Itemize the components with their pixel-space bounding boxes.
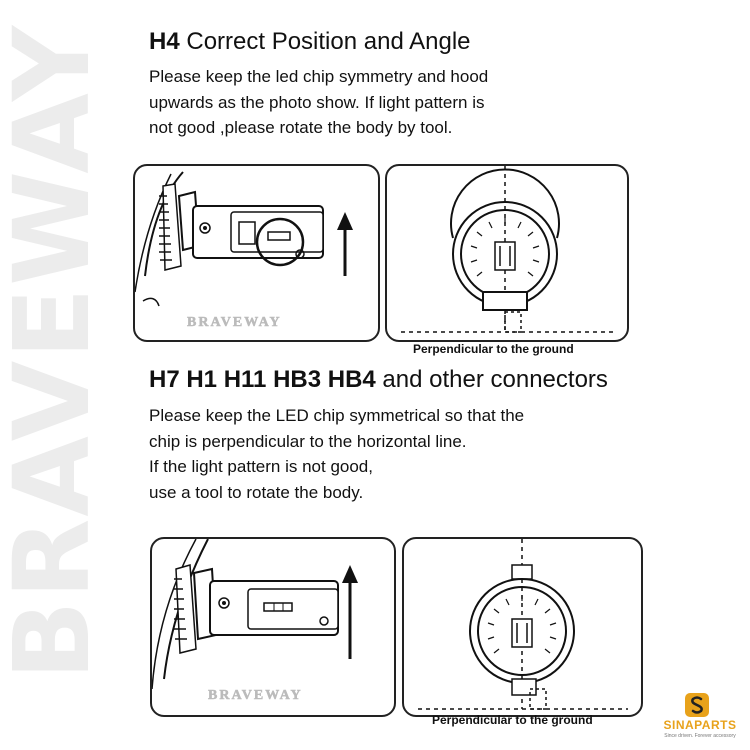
h7-front-view-panel xyxy=(402,537,643,717)
panel-1-brand: BRAVEWAY xyxy=(187,315,282,330)
section-1-heading-rest: Correct Position and Angle xyxy=(179,28,471,55)
logo-tagline: Since driven. Forever accessory xyxy=(664,733,736,739)
section-2-caption: Perpendicular to the ground xyxy=(432,713,593,727)
section-1-caption: Perpendicular to the ground xyxy=(413,342,574,356)
section-2-heading-rest: and other connectors xyxy=(375,366,608,393)
s-logo-icon xyxy=(685,693,709,717)
logo-name: SINAPARTS xyxy=(663,718,737,732)
section-2-line: chip is perpendicular to the horizontal … xyxy=(149,431,467,451)
section-2-line: Please keep the LED chip symmetrical so … xyxy=(149,406,525,425)
up-arrow-icon xyxy=(337,212,353,276)
side-watermark: BRAVEWAY xyxy=(0,23,113,680)
section-2-heading: H7 H1 H11 HB3 HB4 and other connectors xyxy=(149,366,608,394)
h4-front-view-panel xyxy=(385,164,629,342)
h7-bulb-front-illustration xyxy=(418,539,628,710)
section-1-line: upwards as the photo show. If light patt… xyxy=(149,92,485,112)
section-1-heading-bold: H4 xyxy=(149,28,180,55)
up-arrow-icon xyxy=(342,565,358,659)
section-2-instructions: Please keep the LED chip symmetrical so … xyxy=(149,403,609,505)
h4-bulb-front-illustration xyxy=(401,166,613,333)
h4-side-view-panel: BRAVEWAY xyxy=(133,164,380,342)
section-1-line: not good ,please rotate the body by tool… xyxy=(149,118,453,137)
h7-side-view-panel: BRAVEWAY xyxy=(150,537,396,717)
section-1-heading: H4 Correct Position and Angle xyxy=(149,28,471,56)
section-2-heading-bold: H7 H1 H11 HB3 HB4 xyxy=(149,366,376,393)
panel-3-brand: BRAVEWAY xyxy=(208,688,303,703)
section-1-line: Please keep the led chip symmetry and ho… xyxy=(149,67,489,86)
section-1-instructions: Please keep the led chip symmetry and ho… xyxy=(149,64,569,141)
h7-bulb-side-illustration: BRAVEWAY xyxy=(152,539,358,703)
h4-bulb-side-illustration: BRAVEWAY xyxy=(135,171,353,330)
section-2-line: If the light pattern is not good, xyxy=(149,457,373,476)
sinaparts-logo: SINAPARTS Since driven. Forever accessor… xyxy=(654,693,746,747)
section-2-line: use a tool to rotate the body. xyxy=(149,482,364,502)
